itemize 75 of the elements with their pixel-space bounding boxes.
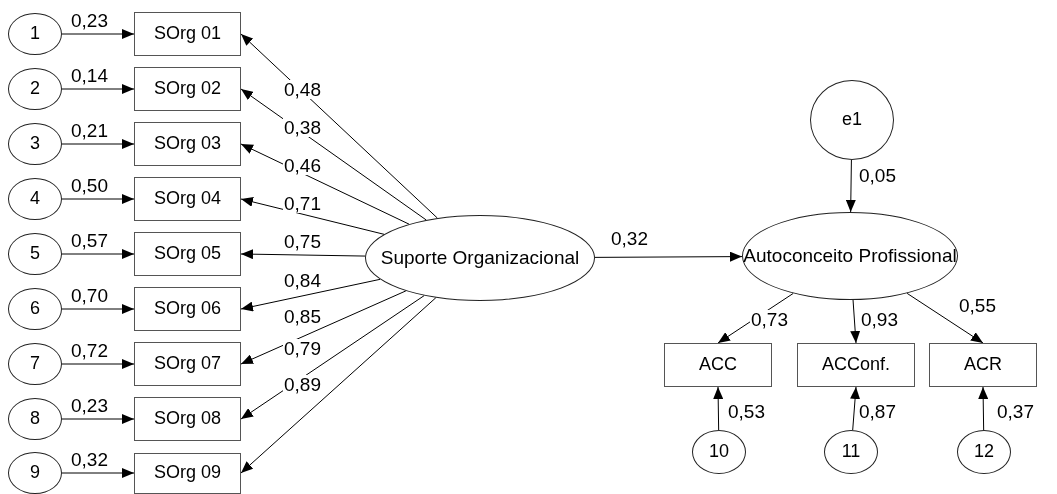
edge-label: 0,53 (727, 402, 766, 421)
arrow (240, 297, 437, 474)
error-circle: 2 (8, 68, 62, 110)
edge-label: 0,38 (283, 118, 322, 137)
edge-label: 0,32 (70, 450, 109, 469)
indicator-box: SOrg 03 (134, 122, 241, 166)
arrow (61, 194, 135, 204)
arrow (240, 290, 407, 365)
arrow (61, 414, 135, 424)
error-circle: 10 (692, 430, 746, 474)
edge-label: 0,50 (70, 176, 109, 195)
arrow (978, 386, 989, 431)
error-circle: 5 (8, 233, 62, 275)
indicator-box: SOrg 05 (134, 232, 241, 276)
edge-label: 0,55 (958, 296, 997, 315)
edge-label: 0,48 (283, 80, 322, 99)
arrow (845, 159, 856, 213)
arrow (61, 139, 135, 149)
indicator-box: SOrg 08 (134, 397, 241, 441)
indicator-box: SOrg 09 (134, 452, 241, 494)
error-circle: 3 (8, 123, 62, 165)
edge-label: 0,79 (283, 339, 322, 358)
error-circle: 6 (8, 288, 62, 330)
edge-label: 0,85 (283, 307, 322, 326)
latent-variable-ellipse: Autoconceito Profissional (742, 212, 958, 300)
arrow (240, 249, 366, 260)
edge-label: 0,75 (283, 232, 322, 251)
error-circle: 8 (8, 398, 62, 440)
arrow (240, 197, 385, 235)
edge-label: 0,57 (70, 231, 109, 250)
edge-label: 0,05 (858, 166, 897, 185)
edge-label: 0,70 (70, 286, 109, 305)
edge-label: 0,23 (70, 11, 109, 30)
edge-label: 0,46 (283, 156, 322, 175)
indicator-box: ACR (929, 343, 1037, 387)
arrow (61, 359, 135, 369)
edge-label: 0,32 (610, 229, 649, 248)
error-circle: 1 (8, 13, 62, 55)
arrow (61, 468, 135, 478)
arrow (713, 386, 724, 431)
error-circle: 7 (8, 343, 62, 385)
error-circle: 4 (8, 178, 62, 220)
error-circle: 12 (957, 430, 1011, 474)
arrow (61, 84, 135, 94)
indicator-box: SOrg 06 (134, 287, 241, 331)
indicator-box: ACC (664, 343, 772, 387)
edge-label: 0,72 (70, 341, 109, 360)
edge-label: 0,23 (70, 396, 109, 415)
edge-label: 0,87 (858, 402, 897, 421)
edge-label: 0,21 (70, 121, 109, 140)
arrow (61, 304, 135, 314)
edge-label: 0,71 (283, 194, 322, 213)
edge-label: 0,73 (750, 310, 789, 329)
indicator-box: SOrg 07 (134, 342, 241, 386)
edge-label: 0,93 (860, 310, 899, 329)
indicator-box: SOrg 01 (134, 12, 241, 56)
arrow (906, 292, 984, 344)
edge-label: 0,14 (70, 66, 109, 85)
arrow (850, 299, 861, 344)
arrow (850, 386, 861, 431)
edge-label: 0,84 (283, 271, 322, 290)
error-circle: e1 (810, 80, 894, 160)
indicator-box: ACConf. (797, 343, 915, 387)
error-circle: 9 (8, 452, 62, 494)
arrow (61, 249, 135, 259)
indicator-box: SOrg 02 (134, 67, 241, 111)
arrow (240, 33, 438, 219)
arrow (240, 278, 381, 312)
indicator-box: SOrg 04 (134, 177, 241, 221)
edge-label: 0,37 (996, 402, 1035, 421)
arrow (594, 251, 743, 262)
edge-label: 0,89 (283, 375, 322, 394)
latent-variable-ellipse: Suporte Organizacional (365, 215, 595, 301)
error-circle: 11 (824, 430, 878, 474)
arrow (61, 29, 135, 39)
